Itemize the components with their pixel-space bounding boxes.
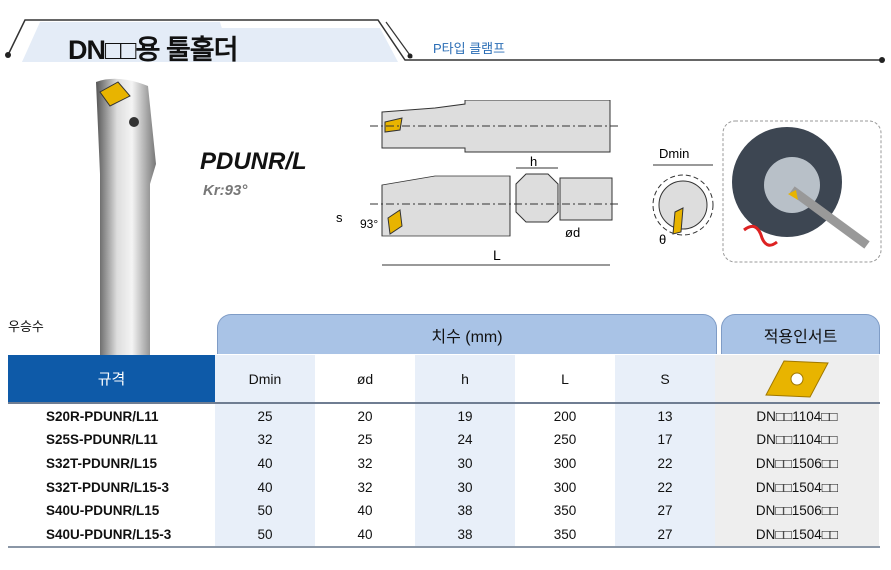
divider	[8, 546, 880, 548]
column-header-od: ød	[356, 370, 374, 387]
spec-cell: S32T-PDUNR/L15	[46, 455, 158, 471]
value-cell: 40	[215, 451, 315, 476]
value-cell: 20	[357, 408, 373, 424]
value-cell: 38	[415, 498, 515, 523]
value-cell: 200	[553, 408, 577, 424]
label-dmin: Dmin	[659, 146, 689, 161]
value-cell: 32	[357, 479, 373, 495]
group-header-insert: 적용인서트	[721, 314, 880, 354]
value-cell: 17	[615, 427, 715, 452]
value-cell: 24	[415, 427, 515, 452]
value-cell: 50	[215, 498, 315, 523]
hand-label: 우승수	[8, 319, 44, 334]
column-header-l: L	[561, 370, 569, 387]
value-cell: 250	[553, 432, 577, 448]
value-cell: 32	[215, 427, 315, 452]
value-cell: 30	[415, 451, 515, 476]
value-cell: 40	[357, 503, 373, 519]
value-cell: 30	[415, 475, 515, 500]
value-cell: 25	[357, 432, 373, 448]
value-cell: 22	[615, 451, 715, 476]
column-header-s: S	[615, 355, 715, 402]
value-cell: 350	[553, 503, 577, 519]
value-cell: DN□□1104□□	[715, 404, 879, 428]
approach-angle: Kr:93°	[203, 182, 248, 199]
page-title: DN□□용 툴홀더	[68, 35, 238, 65]
value-cell: 50	[215, 522, 315, 547]
spec-cell: S32T-PDUNR/L15-3	[46, 479, 170, 495]
value-cell: 350	[553, 527, 577, 542]
value-cell: DN□□1104□□	[715, 427, 879, 452]
value-cell: DN□□1504□□	[715, 475, 879, 500]
value-cell: 40	[215, 475, 315, 500]
insert-icon	[765, 359, 829, 398]
value-cell: 300	[553, 455, 577, 471]
page-subtitle: P타입 클램프	[433, 41, 506, 56]
value-cell: 13	[615, 404, 715, 428]
model-name: PDUNR/L	[200, 148, 307, 175]
tool-holder-image	[96, 78, 156, 356]
dimension-drawing: L h s 93° ød	[336, 100, 620, 266]
dmin-drawing: Dmin θ	[652, 146, 714, 247]
value-cell: DN□□1506□□	[715, 451, 879, 476]
spec-cell: S25S-PDUNR/L11	[46, 432, 158, 448]
label-L: L	[493, 247, 501, 263]
divider	[8, 402, 880, 404]
title-banner	[5, 19, 885, 63]
value-cell: 40	[357, 527, 373, 542]
value-cell: 27	[615, 498, 715, 523]
table-header-row: 규격 Dmin ød h L S	[8, 355, 879, 402]
value-cell: 27	[615, 522, 715, 547]
label-h: h	[530, 154, 537, 169]
value-cell: 38	[415, 522, 515, 547]
value-cell: DN□□1506□□	[715, 498, 879, 523]
value-cell: 32	[357, 455, 373, 471]
column-header-h: h	[415, 355, 515, 402]
column-header-spec: 규격	[8, 355, 215, 402]
column-header-insert	[715, 355, 879, 402]
column-header-dmin: Dmin	[215, 355, 315, 402]
label-s: s	[336, 210, 343, 225]
value-cell: 25	[215, 404, 315, 428]
label-theta: θ	[659, 232, 666, 247]
value-cell: 22	[615, 475, 715, 500]
spec-cell: S40U-PDUNR/L15-3	[46, 527, 172, 542]
value-cell: 19	[415, 404, 515, 428]
value-cell: DN□□1504□□	[715, 522, 879, 547]
label-od: ød	[565, 225, 580, 240]
value-cell: 300	[553, 479, 577, 495]
label-angle: 93°	[360, 217, 378, 231]
spec-cell: S40U-PDUNR/L15	[46, 503, 160, 519]
application-image	[722, 120, 882, 263]
spec-cell: S20R-PDUNR/L11	[46, 408, 159, 424]
group-header-dimensions: 치수 (mm)	[217, 314, 717, 354]
